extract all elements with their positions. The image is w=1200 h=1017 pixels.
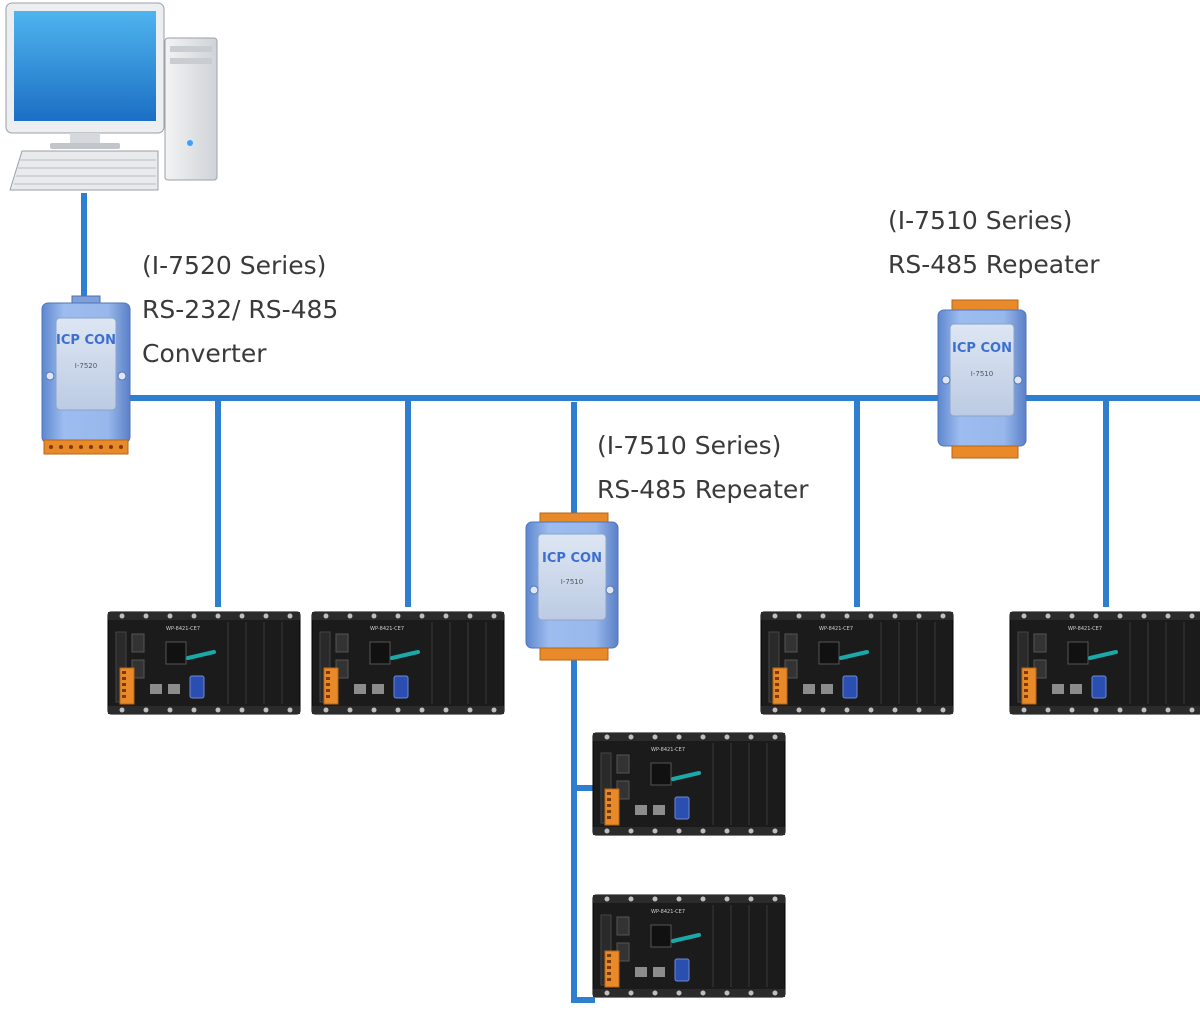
controller-icon: WP-8421-CE7	[592, 732, 786, 836]
repeater-right-label-name: RS-485 Repeater	[888, 250, 1100, 279]
controller-icon: WP-8421-CE7	[1009, 611, 1200, 715]
converter-label-series: (I-7520 Series)	[142, 251, 327, 280]
converter-brand-logo: ICP CON	[56, 333, 116, 348]
repeater-module-icon: ICP CON I-7510	[525, 512, 619, 661]
repeater-right-model-text: I-7510	[971, 370, 993, 378]
controller-model-text: WP-8421-CE7	[819, 626, 853, 632]
converter-label: (I-7520 Series) RS-232/ RS-485 Converter	[142, 244, 338, 376]
controller-model-text: WP-8421-CE7	[370, 626, 404, 632]
converter-label-type: RS-232/ RS-485	[142, 295, 339, 324]
repeater-module-icon: ICP CON I-7510	[937, 299, 1027, 459]
branch-wire	[571, 658, 595, 1003]
repeater-middle-label-series: (I-7510 Series)	[597, 431, 782, 460]
converter-label-name: Converter	[142, 339, 267, 368]
repeater-middle-label-name: RS-485 Repeater	[597, 475, 809, 504]
repeater-middle-brand-logo: ICP CON	[542, 551, 602, 566]
repeater-middle-label: (I-7510 Series) RS-485 Repeater	[597, 424, 809, 512]
controller-icon: WP-8421-CE7	[760, 611, 954, 715]
computer-icon	[5, 2, 218, 191]
converter-model-text: I-7520	[75, 362, 97, 370]
converter-module-icon: ICP CON I-7520	[41, 295, 131, 455]
repeater-middle-model-text: I-7510	[561, 578, 583, 586]
controller-icon: WP-8421-CE7	[107, 611, 301, 715]
repeater-right-brand-logo: ICP CON	[952, 341, 1012, 356]
controller-model-text: WP-8421-CE7	[1068, 626, 1102, 632]
controller-model-text: WP-8421-CE7	[651, 909, 685, 915]
repeater-right-label-series: (I-7510 Series)	[888, 206, 1073, 235]
repeater-right-label: (I-7510 Series) RS-485 Repeater	[888, 199, 1100, 287]
controller-model-text: WP-8421-CE7	[651, 747, 685, 753]
controller-icon: WP-8421-CE7	[311, 611, 505, 715]
controller-model-text: WP-8421-CE7	[166, 626, 200, 632]
controller-icon: WP-8421-CE7	[592, 894, 786, 998]
